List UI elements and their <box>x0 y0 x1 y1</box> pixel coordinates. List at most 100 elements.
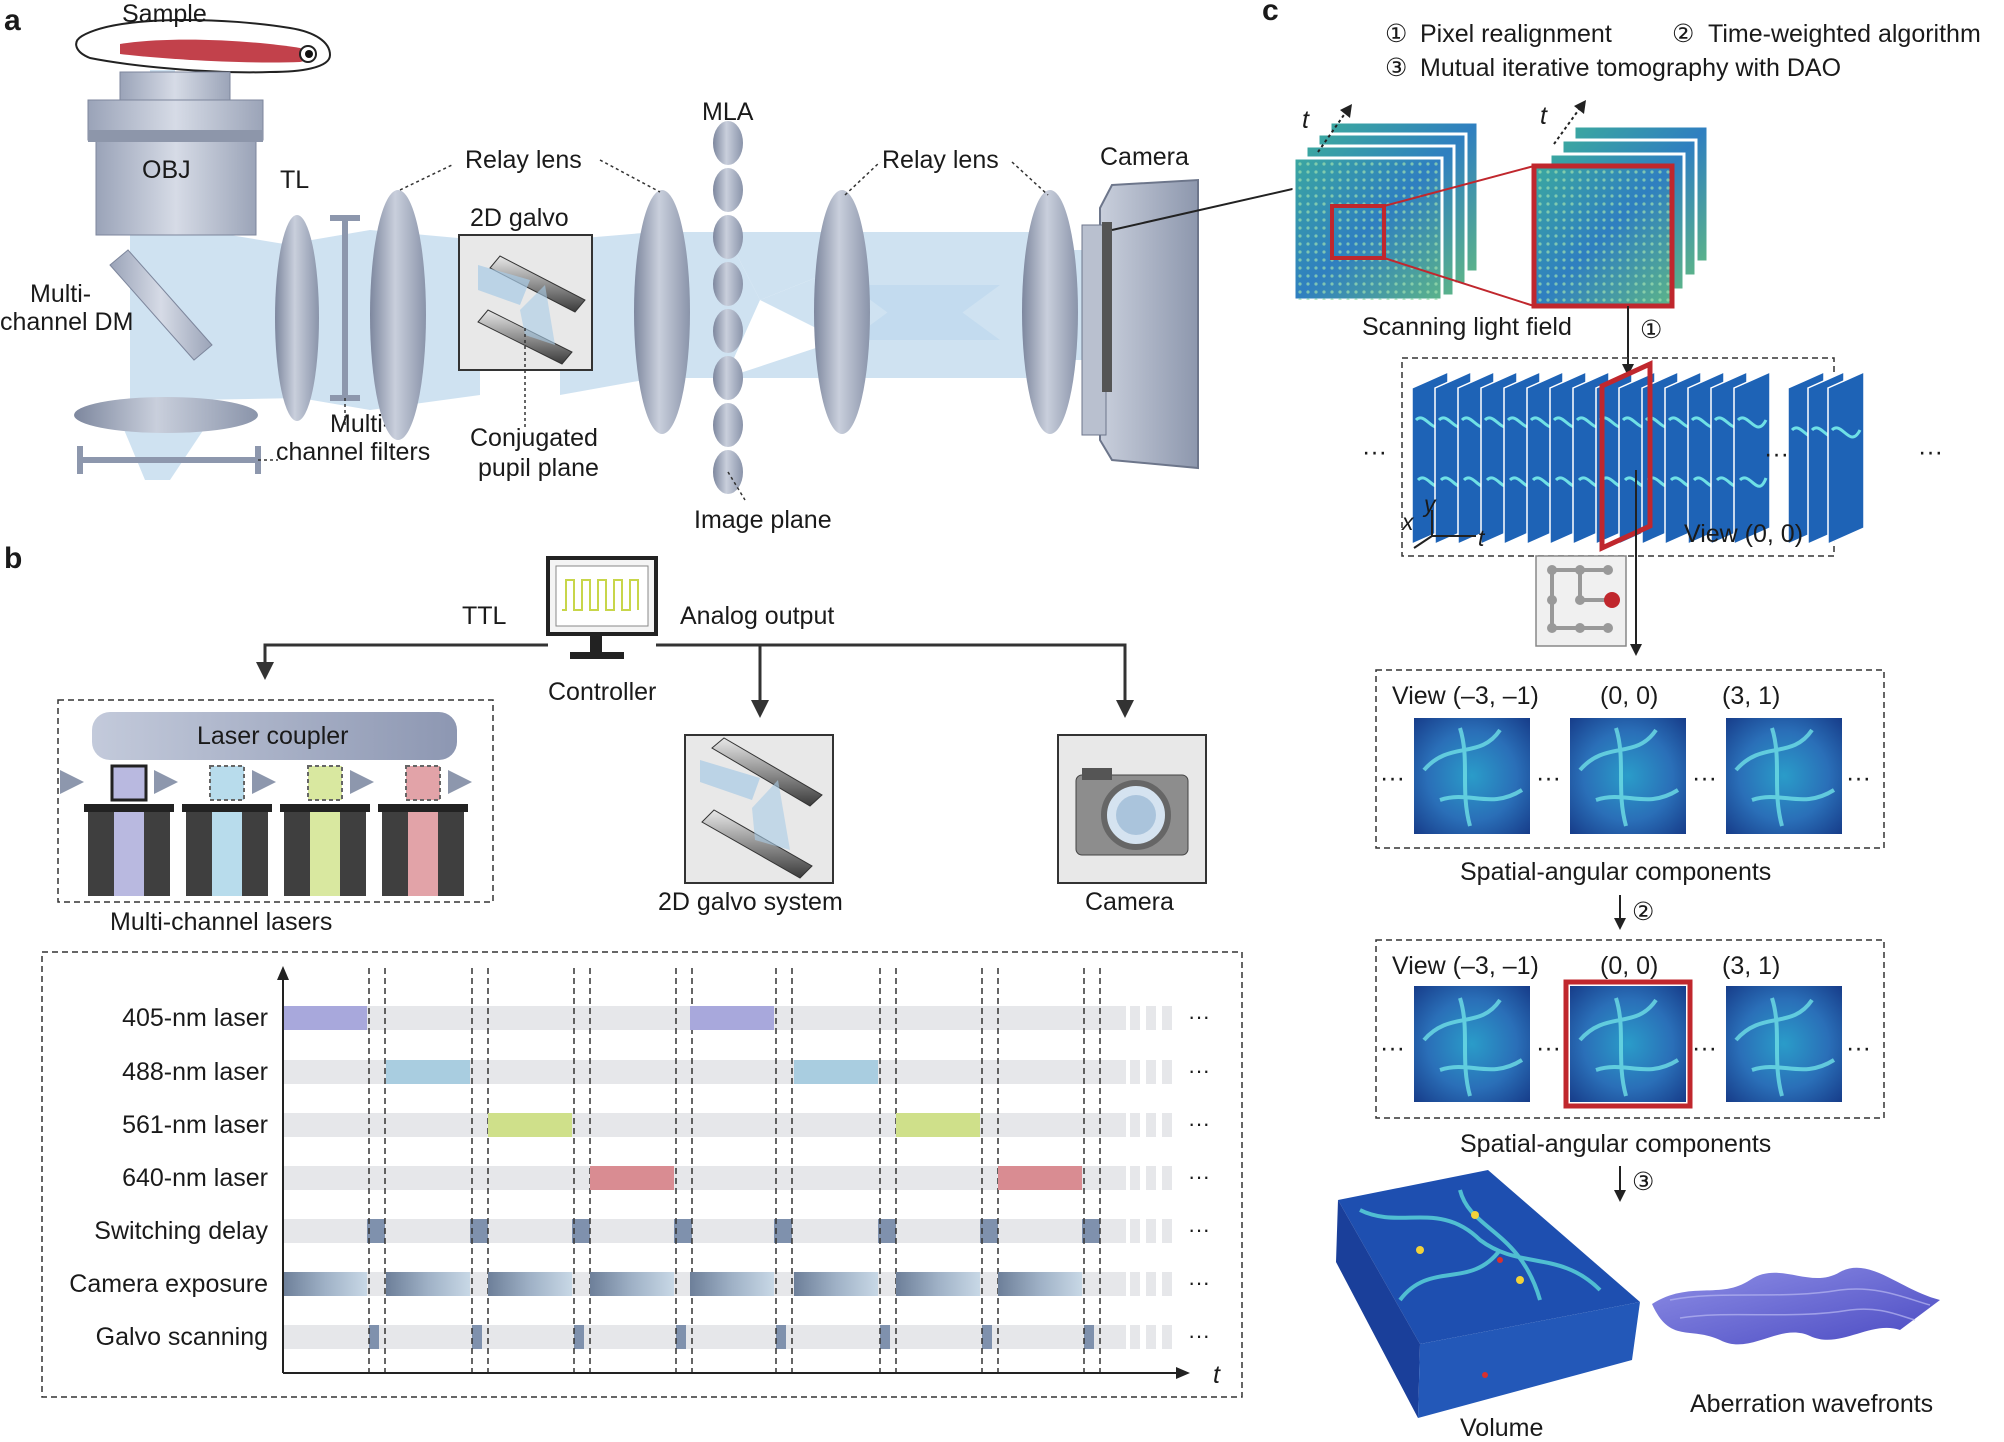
laser-window-0 <box>110 764 148 802</box>
controller-label: Controller <box>548 678 656 706</box>
dots-c2a: ··· <box>1380 1034 1405 1062</box>
galvo-label-a: 2D galvo <box>470 204 569 232</box>
galvo-box-a <box>458 234 593 371</box>
beam-arrow-3 <box>350 770 374 794</box>
laser-window-2 <box>307 765 343 801</box>
laser-window-1 <box>209 765 245 801</box>
dm-label-2: channel DM <box>0 308 133 336</box>
camera-caption-b: Camera <box>1085 888 1174 916</box>
axis-y: y <box>1422 491 1437 517</box>
dots-mid: ··· <box>1764 440 1789 468</box>
timing-axes <box>282 975 1180 1374</box>
timing-row-label-5: Camera exposure <box>69 1270 268 1298</box>
panel-b-label: b <box>4 542 22 575</box>
dots-left: ··· <box>1362 438 1387 466</box>
view-label-1c: (3, 1) <box>1722 682 1780 710</box>
timing-axes-arrows <box>277 966 1190 1379</box>
light-path <box>120 70 1100 480</box>
timing-t-label: t <box>1213 1361 1221 1389</box>
galvo-scan-1 <box>472 1325 482 1349</box>
arrow-heads-b <box>256 662 1134 718</box>
axis-t: t <box>1478 525 1486 551</box>
components-caption-2: Spatial-angular components <box>1460 1130 1771 1158</box>
laser-beam-2 <box>310 812 340 896</box>
beam-arrow-2 <box>252 770 276 794</box>
timing-row-label-6: Galvo scanning <box>96 1323 268 1351</box>
t-label-right: t <box>1540 102 1548 130</box>
view-00-label: View (0, 0) <box>1684 520 1803 548</box>
dots-c1d: ··· <box>1846 764 1871 792</box>
laser-pulse-0 <box>283 1006 367 1030</box>
timing-diagram: 405-nm laser···488-nm laser···561-nm las… <box>69 968 1210 1373</box>
relay-lens-1 <box>370 190 426 440</box>
filters-label-1: Multi- <box>330 410 391 438</box>
relay-label-1: Relay lens <box>465 146 582 174</box>
beam-arrow-4 <box>448 770 472 794</box>
microlens-array <box>713 121 743 494</box>
step-num-1: ① <box>1385 20 1407 48</box>
sample-zebrafish <box>75 18 332 74</box>
wavefront-caption: Aberration wavefronts <box>1690 1390 1933 1418</box>
camera-exposure-5 <box>794 1272 878 1296</box>
timing-ellipsis-3: ··· <box>1188 1164 1210 1189</box>
dots-c2b: ··· <box>1536 1034 1561 1062</box>
controller-monitor <box>546 556 658 659</box>
dm-label-1: Multi- <box>30 280 91 308</box>
step-text-3: Mutual iterative tomography with DAO <box>1420 54 1841 82</box>
timing-row-tail-6-2 <box>1162 1325 1172 1349</box>
timing-row-tail-0-0 <box>1130 1006 1140 1030</box>
scanning-stack-right <box>1531 124 1710 309</box>
camera-exposure-4 <box>690 1272 774 1296</box>
scanning-stack-left <box>1292 120 1480 302</box>
view-label-1b: (0, 0) <box>1600 682 1658 710</box>
timing-row-bg-3 <box>283 1166 1126 1190</box>
timing-row-tail-6-0 <box>1130 1325 1140 1349</box>
timing-ellipsis-5: ··· <box>1188 1270 1210 1295</box>
dots-c1c: ··· <box>1692 764 1717 792</box>
t-arrow-right <box>1553 107 1581 145</box>
timing-row-tail-3-0 <box>1130 1166 1140 1190</box>
laser-plate-2 <box>280 804 370 812</box>
laser-plate-0 <box>84 804 174 812</box>
pupil-label-2: pupil plane <box>478 454 599 482</box>
timing-ellipsis-4: ··· <box>1188 1217 1210 1242</box>
timing-row-label-2: 561-nm laser <box>122 1111 268 1139</box>
controller-connections <box>263 643 1127 705</box>
timing-ellipsis-6: ··· <box>1188 1323 1210 1348</box>
laser-plate-3 <box>378 804 468 812</box>
cell-network-1 <box>1422 727 1836 827</box>
timing-row-tail-3-1 <box>1146 1166 1156 1190</box>
image-plane-label: Image plane <box>694 506 832 534</box>
camera-exposure-7 <box>998 1272 1082 1296</box>
sample-label: Sample <box>122 0 207 28</box>
step-text-1: Pixel realignment <box>1420 20 1612 48</box>
timing-row-label-4: Switching delay <box>94 1217 268 1245</box>
dots-right: ··· <box>1918 438 1943 466</box>
relay-lens-4 <box>1022 190 1078 434</box>
laser-window-3 <box>405 765 441 801</box>
switch-delay-5 <box>878 1219 896 1243</box>
step3-marker: ③ <box>1632 1168 1654 1196</box>
components-box-1 <box>1375 669 1885 849</box>
step-text-2: Time-weighted algorithm <box>1708 20 1981 48</box>
axis-x: x <box>1401 509 1415 535</box>
galvo-scan-3 <box>676 1325 686 1349</box>
timing-row-tail-0-2 <box>1162 1006 1172 1030</box>
light-crossing <box>850 285 1000 340</box>
components-box-2 <box>1375 939 1885 1119</box>
laser-beam-0 <box>114 812 144 896</box>
switch-delay-4 <box>774 1219 792 1243</box>
switch-delay-2 <box>572 1219 590 1243</box>
relay-lens-2 <box>634 190 690 434</box>
switch-delay-3 <box>674 1219 692 1243</box>
timing-row-tail-1-0 <box>1130 1060 1140 1084</box>
laser-coupler-label: Laser coupler <box>197 722 348 750</box>
timing-row-tail-6-1 <box>1146 1325 1156 1349</box>
scanning-caption: Scanning light field <box>1362 313 1572 341</box>
switch-delay-6 <box>980 1219 998 1243</box>
laser-pulse-3 <box>590 1166 674 1190</box>
zoom-lines <box>1383 165 1535 307</box>
component-images-1 <box>1414 718 1842 834</box>
view-label-2b: (0, 0) <box>1600 952 1658 980</box>
view-frame-14 <box>1733 370 1771 546</box>
